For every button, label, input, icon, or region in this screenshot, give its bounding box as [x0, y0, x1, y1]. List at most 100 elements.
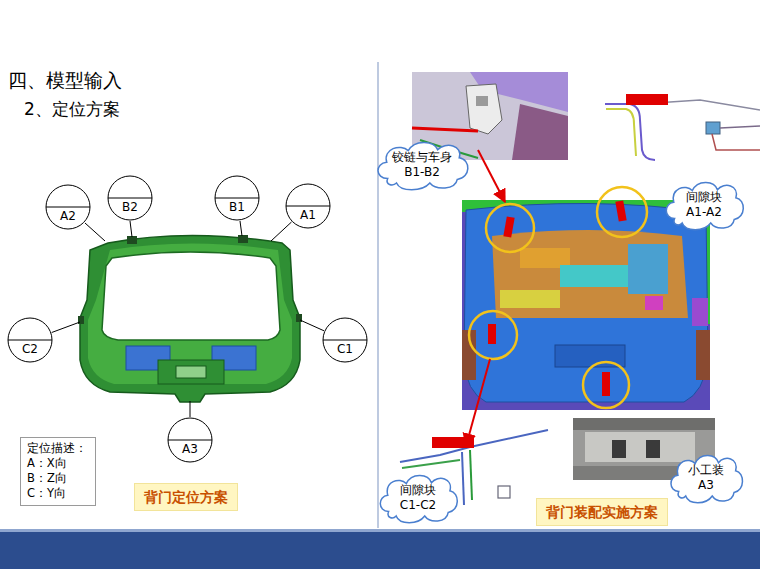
- circle-divider: [108, 198, 152, 199]
- car-rear-view: [602, 372, 610, 396]
- circle-outline: [322, 317, 368, 363]
- profile-inset: [402, 460, 460, 468]
- cloud-outline: [666, 182, 743, 229]
- locator-circle: B2: [107, 175, 153, 221]
- profile-inset: [462, 452, 464, 505]
- car-rear-view: [597, 187, 647, 237]
- circle-outline: [46, 185, 90, 229]
- gap-block-inset: [606, 109, 636, 156]
- circle-outline: [108, 176, 152, 220]
- red-arrow: [466, 359, 490, 446]
- gap-block-inset: [600, 92, 760, 160]
- fixture-photo: [585, 432, 695, 462]
- circle-outline: [8, 318, 52, 362]
- tailgate-drawing: [238, 235, 248, 243]
- leader-line: [240, 221, 242, 236]
- leader-line: [130, 221, 132, 237]
- hinge-inset: [476, 96, 488, 106]
- locator-circle: A3: [167, 417, 213, 463]
- cloud-outline: [378, 142, 468, 189]
- gap-block-inset: [712, 134, 760, 150]
- car-rear-view: [486, 204, 534, 252]
- gap-block-inset: [706, 122, 720, 134]
- fixture-photo: [612, 440, 626, 458]
- callout-text: 铰链与车身 B1-B2: [390, 150, 454, 180]
- circle-outline: [7, 317, 53, 363]
- callout-text: 背门装配实施方案: [546, 503, 658, 521]
- callout-text: 间隙块 C1-C2: [393, 483, 443, 513]
- leader-line: [271, 222, 292, 241]
- car-rear-view: [583, 362, 629, 408]
- locator-circle: C2: [7, 317, 53, 363]
- car-rear-view: [628, 244, 668, 294]
- slide-frame: [377, 62, 379, 528]
- cloud-outline: [671, 455, 742, 502]
- note-line: 定位描述：: [27, 441, 87, 456]
- profile-inset: [498, 486, 510, 498]
- tailgate-drawing: [80, 236, 300, 403]
- callout-cloud: 间隙块 C1-C2: [376, 471, 460, 525]
- circle-outline: [214, 175, 260, 221]
- gap-block-inset: [600, 92, 760, 160]
- circle-divider: [168, 440, 212, 441]
- hinge-inset: [412, 128, 478, 131]
- fixture-photo: [573, 418, 715, 430]
- section-subtitle: 2、定位方案: [24, 98, 120, 121]
- circle-divider: [323, 340, 367, 341]
- circle-divider: [46, 207, 90, 208]
- caption-tag: 背门定位方案: [134, 483, 238, 511]
- circle-outline: [107, 175, 153, 221]
- circle-divider: [215, 198, 259, 199]
- gap-block-inset: [626, 94, 668, 105]
- car-rear-view: [462, 200, 710, 410]
- tailgate-drawing: [176, 366, 206, 378]
- circle-outline: [285, 183, 331, 229]
- tailgate-drawing: [102, 252, 280, 340]
- leader-line: [52, 322, 80, 333]
- leader-line: [300, 320, 324, 331]
- circle-outline: [286, 184, 330, 228]
- caption-tag: 背门装配实施方案: [536, 498, 668, 526]
- note-line: C：Y向: [27, 486, 87, 501]
- leader-line: [52, 221, 324, 417]
- car-rear-view: [500, 290, 560, 308]
- red-arrow: [478, 150, 505, 202]
- circle-outline: [45, 184, 91, 230]
- circle-outline: [215, 176, 259, 220]
- callout-cloud: 铰链与车身 B1-B2: [373, 138, 471, 192]
- callout-label: A1: [285, 207, 331, 223]
- callout-label: C1: [322, 341, 368, 357]
- callout-cloud: 小工装 A3: [667, 451, 745, 505]
- tailgate-drawing: [127, 236, 137, 244]
- hinge-inset: [466, 84, 502, 134]
- car-rear-view: [488, 324, 496, 344]
- note-line: B：Z向: [27, 471, 87, 486]
- cloud-outline: [380, 475, 457, 522]
- slide-frame: [0, 532, 760, 569]
- locator-circle: C1: [322, 317, 368, 363]
- car-rear-view: [645, 296, 663, 310]
- car-rear-view: [696, 330, 710, 380]
- callout-label: B2: [107, 199, 153, 215]
- car-rear-view: [503, 216, 514, 237]
- circle-divider: [8, 340, 52, 341]
- profile-inset: [400, 430, 548, 462]
- car-rear-view: [615, 200, 626, 221]
- red-arrow: [466, 150, 505, 446]
- note-box: 定位描述：A：X向B：Z向C：Y向: [20, 437, 96, 506]
- tailgate-drawing: [88, 244, 292, 385]
- callout-label: B1: [214, 199, 260, 215]
- note-line: A：X向: [27, 456, 87, 471]
- slide-frame: [0, 529, 760, 532]
- hinge-inset: [512, 104, 568, 160]
- slide-title: 四、模型输入: [8, 68, 122, 94]
- callout-text: 小工装 A3: [684, 463, 728, 493]
- callout-cloud: 间隙块 A1-A2: [662, 178, 746, 232]
- circle-outline: [167, 417, 213, 463]
- car-rear-view: [692, 298, 708, 326]
- callout-text: 背门定位方案: [144, 488, 228, 506]
- fixture-photo: [646, 440, 660, 458]
- leader-line: [190, 401, 191, 417]
